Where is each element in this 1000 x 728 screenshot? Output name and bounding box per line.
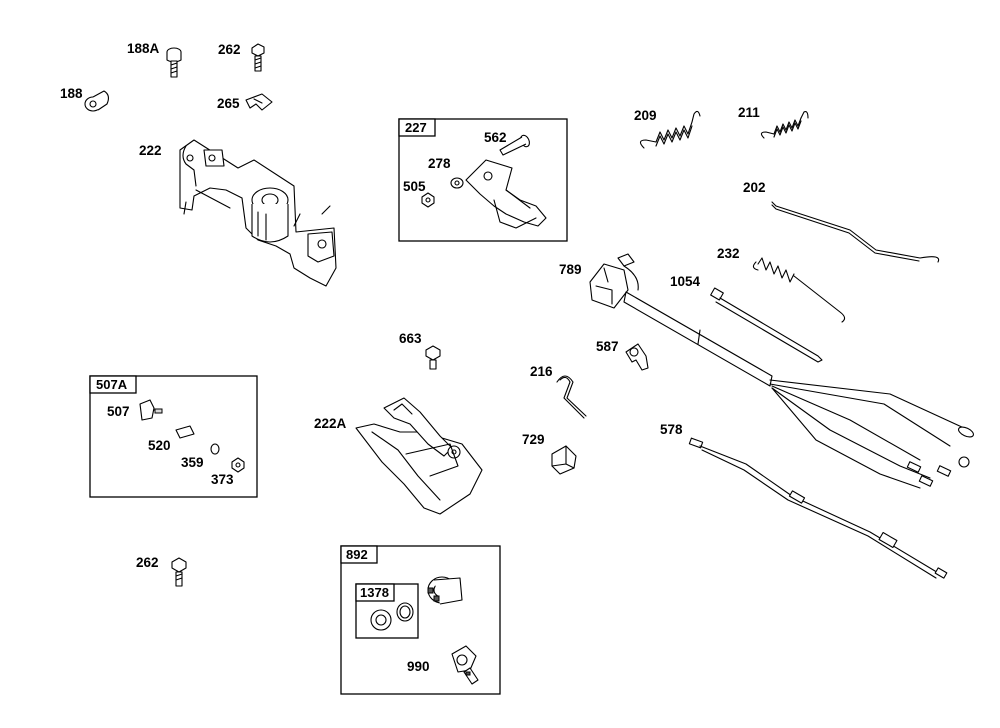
part-232-spring-rod [752, 257, 846, 323]
label-520: 520 [148, 438, 171, 453]
part-505-nut [421, 192, 435, 208]
label-663: 663 [399, 331, 422, 346]
part-262-bolt-bottom [171, 557, 187, 587]
label-222: 222 [139, 143, 162, 158]
part-1378-nut-washer [370, 602, 414, 631]
group-box-892: 892 [340, 545, 501, 695]
label-729: 729 [522, 432, 545, 447]
part-789-wiring-harness [589, 253, 974, 489]
label-373: 373 [211, 472, 234, 487]
label-209: 209 [634, 108, 657, 123]
part-211-spring [760, 111, 809, 139]
group-box-1378: 1378 [355, 583, 419, 639]
group-label-892: 892 [346, 547, 368, 562]
part-562-pin [499, 134, 530, 156]
label-262-top: 262 [218, 42, 241, 57]
part-222A-control-plate [355, 397, 483, 515]
part-216-link [556, 375, 587, 419]
part-373-nut [231, 457, 245, 473]
part-663-bolt [425, 345, 441, 370]
label-359: 359 [181, 455, 204, 470]
label-507: 507 [107, 404, 130, 419]
label-216: 216 [530, 364, 553, 379]
part-990-key [451, 645, 479, 685]
label-222A: 222A [314, 416, 347, 431]
part-507-switch [139, 399, 163, 421]
group-box-507A: 507A [89, 375, 258, 498]
part-222-control-bracket [179, 139, 337, 287]
group-label-507A: 507A [96, 377, 128, 392]
label-990: 990 [407, 659, 430, 674]
part-262-bolt-top [251, 43, 265, 72]
label-1054: 1054 [670, 274, 701, 289]
label-262-bottom: 262 [136, 555, 159, 570]
label-211: 211 [738, 105, 760, 120]
label-587: 587 [596, 339, 619, 354]
label-232: 232 [717, 246, 740, 261]
part-520-clip [175, 425, 195, 439]
group-label-227: 227 [405, 120, 427, 135]
label-188: 188 [60, 86, 83, 101]
part-278-washer [450, 177, 464, 189]
part-359-washer [210, 443, 220, 455]
part-202-link-rod [771, 201, 940, 263]
group-label-1378: 1378 [360, 585, 389, 600]
label-188A: 188A [127, 41, 160, 56]
label-789: 789 [559, 262, 582, 277]
label-505: 505 [403, 179, 426, 194]
part-188-flange-nut [84, 90, 110, 112]
label-578: 578 [660, 422, 683, 437]
part-209-spring [639, 110, 701, 149]
label-562: 562 [484, 130, 507, 145]
part-188A-bolt [166, 47, 182, 78]
part-265-clip [245, 93, 273, 111]
part-729-grommet [551, 445, 577, 475]
group-box-227: 227 [398, 118, 568, 242]
part-892-ignition-switch [427, 576, 463, 605]
label-265: 265 [217, 96, 240, 111]
part-227-throttle-lever [465, 159, 547, 229]
label-202: 202 [743, 180, 766, 195]
part-578-cable [688, 437, 948, 579]
label-278: 278 [428, 156, 451, 171]
part-587-cable-clip [625, 343, 649, 371]
part-1054-cable-tie [710, 287, 823, 363]
